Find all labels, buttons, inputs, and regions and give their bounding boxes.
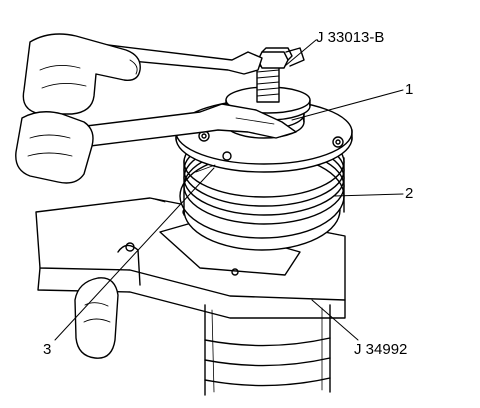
callout-2: 2 <box>405 185 414 202</box>
callout-3: 3 <box>43 341 52 358</box>
callout-tool-j34992: J 34992 <box>354 341 408 358</box>
upper-hand <box>22 33 141 115</box>
callout-tool-j33013b: J 33013-B <box>316 29 385 46</box>
upper-wrench <box>99 43 305 75</box>
leader-lines <box>54 39 404 341</box>
left-hand <box>15 111 94 184</box>
strut-housing <box>204 304 331 396</box>
callout-1: 1 <box>405 81 414 98</box>
spanner-wrench <box>69 103 297 149</box>
